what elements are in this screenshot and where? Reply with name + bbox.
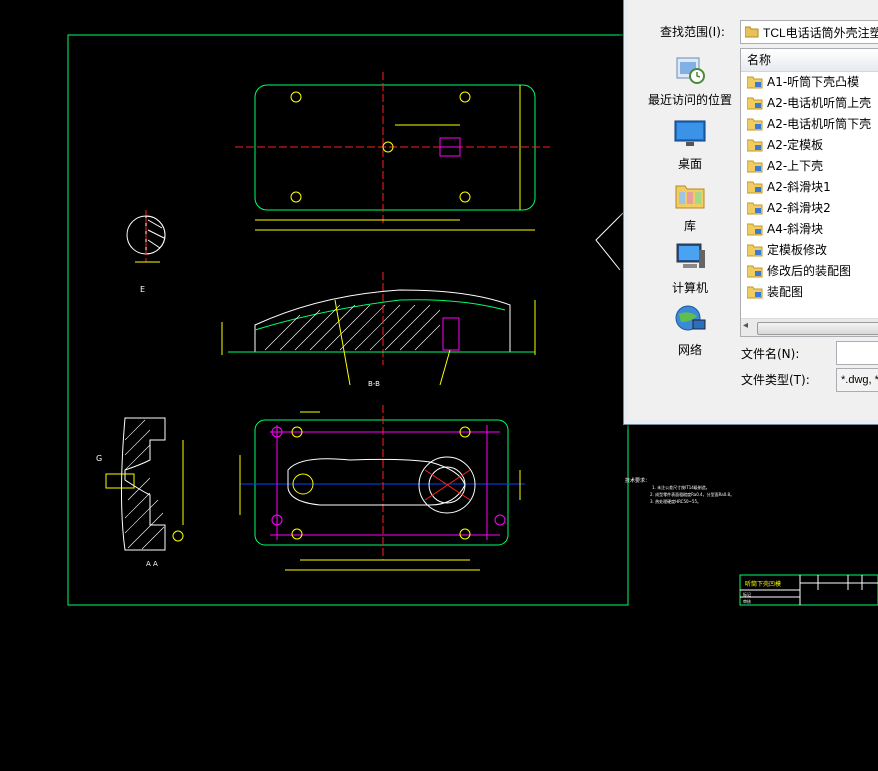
section-e-label: E (140, 285, 145, 294)
filename-input[interactable] (836, 341, 878, 365)
title-block-row1: 标记 (743, 591, 751, 597)
lookin-label: 查找范围(I): (660, 25, 725, 39)
places-bar: 最近访问的位置 桌面 库 (640, 46, 740, 371)
folder-icon (747, 286, 763, 299)
file-list[interactable]: 名称 A1-听筒下壳凸模 A2-电话机听筒上壳 A2-电话机听筒下壳 A2-定模板 A2… (740, 48, 878, 337)
column-header-name[interactable]: 名称 (741, 49, 878, 72)
folder-icon (747, 97, 763, 110)
drawing-border (67, 34, 629, 606)
network-icon (675, 305, 706, 331)
place-computer[interactable]: 计算机 (640, 240, 740, 296)
folder-icon (747, 160, 763, 173)
place-library[interactable]: 库 (640, 178, 740, 234)
place-recent[interactable]: 最近访问的位置 (640, 52, 740, 108)
filetype-label: 文件类型(T): (741, 373, 810, 387)
recent-places-icon (676, 57, 705, 84)
place-label: 网络 (677, 343, 702, 357)
file-list-item[interactable]: A2-斜滑块2 (741, 198, 878, 219)
folder-icon (747, 265, 763, 278)
tech-requirements: 技术要求： 1. 未注公差尺寸按IT14级制造。 2. 成型零件表面粗糙度Ra0… (625, 477, 734, 504)
file-list-item[interactable]: A2-电话机听筒下壳 (741, 114, 878, 135)
bottom-plan-view (239, 405, 525, 571)
title-block-part-name: 听筒下壳凹模 (745, 580, 781, 588)
folder-icon (747, 244, 763, 257)
folder-icon (747, 76, 763, 89)
detail-g-label: G (96, 454, 102, 463)
title-block-row2: 审核 (743, 598, 751, 604)
file-name: A2-电话机听筒上壳 (767, 96, 872, 110)
section-a-view (105, 417, 184, 551)
section-a-label: A A (146, 560, 158, 568)
file-name: A4-斜滑块 (767, 222, 824, 236)
filetype-dropdown[interactable]: *.dwg, *.dxf (836, 368, 878, 392)
place-label: 计算机 (671, 281, 708, 295)
title-block: 听筒下壳凹模 标记 审核 (739, 574, 878, 606)
desktop-icon (674, 120, 706, 146)
file-name: 修改后的装配图 (767, 264, 852, 278)
dialog-body: 查找范围(I): TCL电话话筒外壳注塑模 最近访问的位置 (628, 0, 878, 420)
section-b-view (221, 272, 536, 386)
top-plan-view (235, 72, 550, 231)
file-list-item[interactable]: A2-电话机听筒上壳 (741, 93, 878, 114)
scrollbar-thumb[interactable] (757, 322, 878, 335)
lookin-dropdown[interactable]: TCL电话话筒外壳注塑模 (740, 20, 878, 44)
tech-req-line: 2. 成型零件表面粗糙度Ra0.4，分型面Ra0.8。 (650, 491, 734, 497)
folder-icon (747, 223, 763, 236)
tech-req-line: 3. 热处理硬度HRC50~55。 (650, 498, 701, 504)
file-list-item[interactable]: A1-听筒下壳凸模 (741, 72, 878, 93)
open-file-dialog[interactable]: 查找范围(I): TCL电话话筒外壳注塑模 最近访问的位置 (623, 0, 878, 425)
section-e-view (126, 210, 166, 263)
file-name: A2-定模板 (767, 138, 824, 152)
tech-req-heading: 技术要求： (625, 477, 650, 484)
file-name: A2-斜滑块2 (767, 201, 831, 215)
section-b-label: B-B (368, 380, 380, 388)
file-name: 定模板修改 (767, 243, 828, 257)
place-desktop[interactable]: 桌面 (640, 116, 740, 172)
file-name: A2-上下壳 (767, 159, 824, 173)
file-name: A2-斜滑块1 (767, 180, 831, 194)
file-list-item[interactable]: A2-上下壳 (741, 156, 878, 177)
place-label: 库 (683, 219, 696, 233)
file-list-item[interactable]: A2-定模板 (741, 135, 878, 156)
lookin-value: TCL电话话筒外壳注塑模 (763, 26, 878, 40)
file-list-item[interactable]: 修改后的装配图 (741, 261, 878, 282)
scroll-left-icon[interactable]: ◂ (743, 320, 749, 331)
file-name: A2-电话机听筒下壳 (767, 117, 872, 131)
folder-icon (747, 181, 763, 194)
folder-icon (747, 202, 763, 215)
library-icon (675, 185, 705, 209)
file-name: 装配图 (767, 285, 804, 299)
file-list-item[interactable]: A2-斜滑块1 (741, 177, 878, 198)
file-list-item[interactable]: 装配图 (741, 282, 878, 303)
tech-req-line: 1. 未注公差尺寸按IT14级制造。 (652, 484, 710, 490)
horizontal-scrollbar[interactable]: ◂ (741, 318, 878, 336)
filename-label: 文件名(N): (741, 347, 800, 361)
folder-icon (745, 26, 759, 38)
file-list-item[interactable]: 定模板修改 (741, 240, 878, 261)
file-list-item[interactable]: A4-斜滑块 (741, 219, 878, 240)
place-label: 最近访问的位置 (647, 93, 732, 107)
place-network[interactable]: 网络 (640, 302, 740, 358)
folder-icon (747, 118, 763, 131)
computer-icon (676, 243, 705, 268)
folder-icon (747, 139, 763, 152)
file-rows: A1-听筒下壳凸模 A2-电话机听筒上壳 A2-电话机听筒下壳 A2-定模板 A2-上下… (741, 72, 878, 303)
place-label: 桌面 (677, 157, 702, 171)
partial-drawing-edge (595, 212, 624, 271)
file-name: A1-听筒下壳凸模 (767, 75, 860, 89)
